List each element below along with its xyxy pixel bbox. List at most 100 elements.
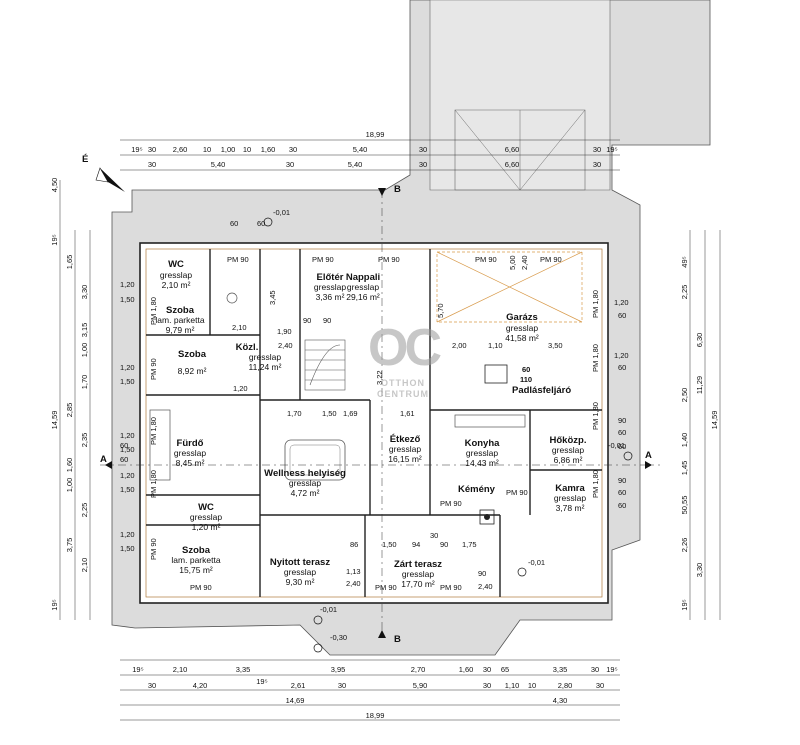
- label-rooms-14-name: Garázs: [506, 312, 538, 323]
- room-szoba2: Szoba 8,92 m²: [178, 349, 207, 376]
- label-dims_left-13: 2,10: [80, 558, 89, 573]
- label-rooms-7-name: Előtér: [317, 272, 344, 283]
- label-rooms-5-name: Szoba: [182, 545, 211, 556]
- label-misc_dims-19: 60: [120, 455, 128, 464]
- label-dims_bottom-row2-0: 30: [148, 681, 156, 690]
- label-dims_left-4: 3,15: [80, 323, 89, 338]
- label-dims_right-3: 2,50: [680, 388, 689, 403]
- label-misc_dims-14: 60: [618, 501, 626, 510]
- label-rooms-3-name: Fürdő: [177, 438, 204, 449]
- label-misc_dims-37: 1,20: [233, 384, 248, 393]
- label-dims_left-15: 19⁵: [50, 599, 59, 610]
- label-misc_dims-44: 94: [412, 540, 420, 549]
- label-dims_top-row1-3: 10: [203, 145, 211, 154]
- label-rooms-8-name: Nappali: [346, 272, 380, 283]
- label-openings-14: PM 1,80: [149, 417, 158, 445]
- label-rooms-14-area: 41,58 m²: [505, 333, 539, 343]
- bathtub: [149, 409, 171, 481]
- label-dims_top-row1-9: 30: [419, 145, 427, 154]
- label-rooms-8-area: 29,16 m²: [346, 292, 380, 302]
- label-dims_bottom-overall: 18,99: [366, 711, 385, 720]
- label-levels-l5: -0,30: [330, 633, 347, 642]
- right-dimensions: 49⁵ 2,25 6,30 2,50 1,40 1,45 50,55 2,26 …: [680, 256, 719, 610]
- label-openings-12: PM 1,80: [591, 402, 600, 430]
- label-misc_dims-0: 1,20: [120, 280, 135, 289]
- label-misc_dims-25: 2,40: [520, 255, 529, 270]
- label-dims_bottom-row1-6: 30: [483, 665, 491, 674]
- label-dims_top-row1-8: 5,40: [353, 145, 368, 154]
- label-dims_top-row1-6: 1,60: [261, 145, 276, 154]
- label-rooms-1-area: 9,79 m²: [166, 325, 195, 335]
- left-dimensions: 4,50 19⁵ 1,65 3,30 3,15 1,00 1,70 2,85 2…: [50, 178, 89, 611]
- label-openings-15: PM 1,80: [149, 470, 158, 498]
- label-dims_bottom-row2-6: 30: [483, 681, 491, 690]
- label-rooms-12-name: Hőközp.: [550, 435, 587, 446]
- label-levels-l1: -0,01: [273, 208, 290, 217]
- section-b-top: B: [394, 184, 401, 195]
- label-misc_dims-18: 1,20: [614, 351, 629, 360]
- room-kamra: Kamra gresslap 3,78 m²: [554, 483, 586, 513]
- label-dims_bottom-row2-9: 2,80: [558, 681, 573, 690]
- label-misc_dims-42: 86: [350, 540, 358, 549]
- label-misc_dims-41: 3,45: [268, 290, 277, 305]
- label-misc_dims-22: 90: [618, 476, 626, 485]
- label-rooms-7-area: 3,36 m²: [316, 292, 345, 302]
- label-dims_bottom-row2-4: 30: [338, 681, 346, 690]
- label-rooms-13-mat: gresslap: [554, 493, 586, 503]
- label-dims_bottom-r3b: 4,30: [553, 696, 568, 705]
- room-kozl: Közl. gresslap 11,24 m²: [236, 342, 282, 372]
- label-dims_bottom-row2-8: 10: [528, 681, 536, 690]
- label-dims_bottom-row1-7: 65: [501, 665, 509, 674]
- section-b-bottom: B: [394, 634, 401, 645]
- label-misc_dims-8: 1,20: [120, 471, 135, 480]
- label-dims_left-0: 4,50: [50, 178, 59, 193]
- label-dims_left-12: 3,75: [65, 538, 74, 553]
- label-rooms-12-mat: gresslap: [552, 445, 584, 455]
- label-dims_top-row2-6: 30: [593, 160, 601, 169]
- label-rooms-2-area: 8,92 m²: [178, 366, 207, 376]
- label-dims_top-row1-12: 19⁵: [606, 145, 617, 154]
- label-dims_top-row1-11: 30: [593, 145, 601, 154]
- label-dims_bottom-row1-2: 3,35: [236, 665, 251, 674]
- label-openings-5: PM 90: [375, 583, 397, 592]
- label-dims_top-row1-0: 19⁵: [131, 145, 142, 154]
- label-rooms-4-name: WC: [198, 502, 214, 513]
- watermark-text-2: CENTRUM: [377, 389, 429, 399]
- label-misc_dims-30: 1,90: [277, 327, 292, 336]
- label-dims_left-3: 3,30: [80, 285, 89, 300]
- label-levels-l3: -0,01: [528, 558, 545, 567]
- bottom-dimensions: 19⁵ 2,10 3,35 3,95 2,70 1,60 30 65 3,35 …: [132, 665, 617, 720]
- room-nappali: Nappali gresslap 29,16 m²: [346, 272, 380, 302]
- room-wellness: Wellness helyiség gresslap 4,72 m²: [264, 468, 346, 498]
- label-levels-l4: -0,01: [320, 605, 337, 614]
- label-openings-3: PM 90: [540, 255, 562, 264]
- label-rooms-10-name: Étkező: [390, 434, 421, 445]
- label-dims_left-6: 1,70: [80, 375, 89, 390]
- label-misc_dims-17: 60: [120, 441, 128, 450]
- label-dims_top-row2-2: 30: [286, 160, 294, 169]
- chimney: [479, 509, 495, 525]
- label-dims_left-9: 1,60: [65, 458, 74, 473]
- label-dims_left-11: 2,25: [80, 503, 89, 518]
- label-dims_bottom-row2-5: 5,90: [413, 681, 428, 690]
- room-nyitott-terasz: Nyitott terasz gresslap 9,30 m²: [270, 557, 330, 587]
- label-misc_dims-26: 5,70: [436, 303, 445, 318]
- label-misc_dims-10: 60: [618, 311, 626, 320]
- label-openings-10: PM 1,80: [591, 290, 600, 318]
- label-dims_bottom-row1-5: 1,60: [459, 665, 474, 674]
- label-rooms-8-mat: gresslap: [347, 282, 379, 292]
- label-rooms-12-area: 6,86 m²: [554, 455, 583, 465]
- label-misc_dims-7: 1,50: [120, 544, 135, 553]
- label-dims_right-9: 11,29: [695, 376, 704, 394]
- label-dims_top-row1-1: 30: [148, 145, 156, 154]
- label-misc_dims-2: 1,20: [120, 363, 135, 372]
- section-a-right: A: [645, 450, 652, 461]
- label-rooms-11-area: 14,43 m²: [465, 458, 499, 468]
- label-dims_top-row1-5: 10: [243, 145, 251, 154]
- label-misc_dims-50: 90: [478, 569, 486, 578]
- label-dims_top-row1-7: 30: [289, 145, 297, 154]
- label-misc_dims-43: 1,50: [382, 540, 397, 549]
- label-misc_dims-47: 1,75: [462, 540, 477, 549]
- label-dims_top-row2-3: 5,40: [348, 160, 363, 169]
